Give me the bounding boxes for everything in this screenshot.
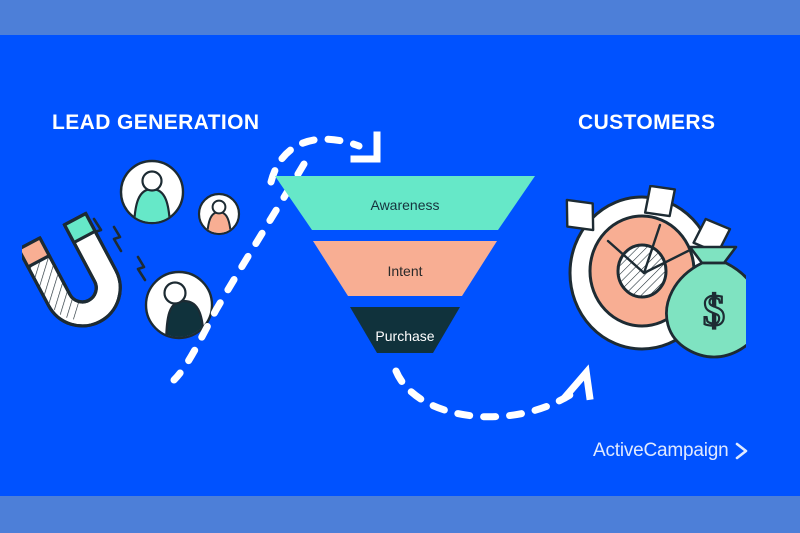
leads-avatars — [118, 155, 268, 350]
dashed-arrow-into-funnel — [267, 131, 381, 186]
magnet-illustration — [16, 205, 167, 360]
activecampaign-logo[interactable]: ActiveCampaign — [593, 440, 750, 462]
funnel-shapes — [275, 176, 535, 353]
customers-title: CUSTOMERS — [578, 111, 716, 134]
magnet-icon — [16, 211, 147, 328]
customers-illustration: $ — [556, 184, 763, 370]
lead-generation-title: LEAD GENERATION — [52, 111, 260, 134]
conversion-funnel: Awareness Intent Purchase — [270, 168, 540, 360]
money-bag-icon: $ — [665, 245, 763, 359]
avatar-large — [119, 159, 185, 225]
avatar-medium — [144, 270, 214, 340]
top-edge-band — [0, 0, 800, 35]
dashed-arrow-to-customers — [392, 364, 594, 421]
target-and-money-icon: $ — [565, 184, 763, 359]
funnel-stage-purchase — [350, 307, 460, 353]
funnel-stage-awareness — [275, 176, 535, 230]
logo-wordmark: ActiveCampaign — [593, 440, 729, 461]
dashed-curve-leads-to-funnel — [170, 160, 308, 384]
chevron-right-icon — [735, 442, 747, 460]
avatar-small — [197, 192, 241, 236]
svg-text:$: $ — [703, 286, 725, 335]
avatars-icon — [119, 159, 241, 340]
bottom-edge-band — [0, 496, 800, 533]
funnel-stage-intent — [313, 241, 497, 296]
